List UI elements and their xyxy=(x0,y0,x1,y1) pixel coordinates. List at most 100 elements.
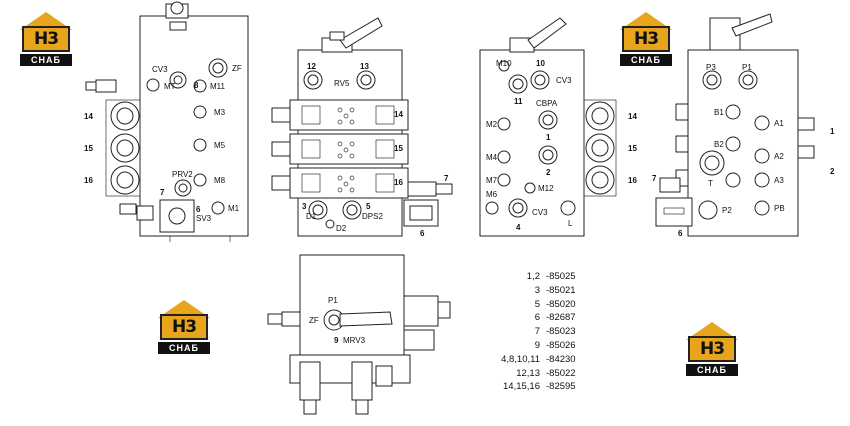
view1-label-m1: M1 xyxy=(228,204,240,213)
logo-h3-snab: H3 СНАБ xyxy=(616,12,678,70)
logo-h3-snab: H3 СНАБ xyxy=(16,12,78,70)
view3-label-cbpa: CBPA xyxy=(536,99,558,108)
view3-label-16: 16 xyxy=(628,176,637,185)
view2-label-15: 15 xyxy=(394,144,403,153)
view3-label-m6: M6 xyxy=(486,190,498,199)
view5-fitting-right xyxy=(351,361,373,401)
view1-lever-block xyxy=(169,21,187,31)
legend-value: -85021 xyxy=(546,284,576,296)
view1-port-m5 xyxy=(193,138,207,152)
legend-value: -85026 xyxy=(546,339,576,351)
view4-port-p2 xyxy=(698,200,718,220)
view4-label-a1: A1 xyxy=(774,119,784,128)
view4-port-b1 xyxy=(725,104,741,120)
view5-label-9: 9 xyxy=(334,336,339,345)
view2-label-6: 6 xyxy=(420,229,425,238)
view4-label-b1: B1 xyxy=(714,108,724,117)
view4-port-b2 xyxy=(725,136,741,152)
legend-key: 1,2 xyxy=(526,271,540,282)
view4-label-a2: A2 xyxy=(774,152,784,161)
view3-port-m2 xyxy=(497,117,511,131)
view1-label-14: 14 xyxy=(84,112,93,121)
view1-port-m11 xyxy=(193,79,207,93)
view1-label-m8: M8 xyxy=(214,176,226,185)
view5-lever-arm xyxy=(339,311,393,327)
view1-label-zf: ZF xyxy=(232,64,242,73)
view4-label-pb: PB xyxy=(774,204,785,213)
legend-row: 14,15,16 -82595 xyxy=(478,380,618,394)
legend-row: 7 -85023 xyxy=(478,325,618,339)
view3-port-m6 xyxy=(485,201,499,215)
view1-port-m8 xyxy=(193,173,207,187)
logo-text: СНАБ xyxy=(620,54,672,66)
view3-port-l xyxy=(560,200,576,216)
view1-lever-knob xyxy=(170,1,184,15)
legend-value: -85023 xyxy=(546,326,576,338)
view1-label-7: 7 xyxy=(160,188,165,197)
view4-fitting-1 xyxy=(797,117,815,131)
legend-key: 3 xyxy=(534,284,540,296)
view4-fitting-2 xyxy=(797,145,815,159)
logo-text: СНАБ xyxy=(686,364,738,376)
view3-label-15: 15 xyxy=(628,144,637,153)
logo-mark: H3 xyxy=(33,29,59,49)
view3-label-m10: M10 xyxy=(496,59,512,68)
view3-label-10: 10 xyxy=(536,59,545,68)
view5-fitting-zf xyxy=(281,311,301,327)
view1-label-8: 8 xyxy=(194,81,199,90)
logo-text: СНАБ xyxy=(158,342,210,354)
view2-label-dps2: DPS2 xyxy=(362,212,383,221)
view5-label-zf: ZF xyxy=(309,316,319,325)
view3-label-m7: M7 xyxy=(486,176,498,185)
logo-mark: H3 xyxy=(699,339,725,359)
view3-label-cv3b: CV3 xyxy=(532,208,548,217)
logo-text: СНАБ xyxy=(20,54,72,66)
view-1-side-valve: CV3 8 ZF MT M11 M3 M5 M8 PRV2 7 6 SV3 M1… xyxy=(84,1,249,242)
view3-label-m4: M4 xyxy=(486,153,498,162)
view5-label-p1: P1 xyxy=(328,296,338,305)
legend-key: 7 xyxy=(534,326,540,338)
view-2-front-valve: 12 13 RV5 14 15 16 7 3 5 D1 DPS2 D2 6 xyxy=(271,17,453,238)
view3-lever-arm xyxy=(527,17,567,49)
view3-label-m12: M12 xyxy=(538,184,554,193)
view-3-rear-valve: M10 10 CV3 11 CBPA M2 1 M4 2 M7 M12 M6 C… xyxy=(479,17,637,237)
legend-row: 3 -85021 xyxy=(478,284,618,298)
legend-row: 1,2 -85025 xyxy=(478,270,618,284)
view1-port-mt xyxy=(146,78,160,92)
view3-label-cv3: CV3 xyxy=(556,76,572,85)
view4-label-7: 7 xyxy=(652,174,657,183)
view1-label-16: 16 xyxy=(84,176,93,185)
view3-port-m7 xyxy=(497,173,511,187)
view4-port-a3 xyxy=(754,172,770,188)
view1-label-6: 6 xyxy=(196,205,201,214)
view3-label-4: 4 xyxy=(516,223,521,232)
view1-label-prv2: PRV2 xyxy=(172,170,193,179)
view4-fitting-7 xyxy=(659,177,681,193)
view1-label-m5: M5 xyxy=(214,141,226,150)
legend-key: 14,15,16 xyxy=(503,381,540,393)
logo-mark: H3 xyxy=(171,317,197,337)
view1-label-sv3: SV3 xyxy=(196,214,212,223)
view2-lever-arm xyxy=(339,17,383,49)
view1-port-m3 xyxy=(193,105,207,119)
view2-label-d2: D2 xyxy=(336,224,347,233)
view4-label-1: 1 xyxy=(830,127,835,136)
view3-port-m12 xyxy=(524,182,536,194)
view2-port-d2 xyxy=(325,219,335,229)
logo-h3-snab: H3 СНАБ xyxy=(154,300,216,358)
view4-port-a1 xyxy=(754,115,770,131)
legend-value: -85022 xyxy=(546,367,576,379)
view2-section-14 xyxy=(271,99,409,131)
view4-label-t: T xyxy=(708,179,713,188)
view1-label-m3: M3 xyxy=(214,108,226,117)
view2-label-16: 16 xyxy=(394,178,403,187)
legend-value: -85025 xyxy=(546,271,576,282)
view-5-bottom-valve: P1 ZF 9 MRV3 xyxy=(267,254,451,415)
view4-label-a3: A3 xyxy=(774,176,784,185)
view2-label-14: 14 xyxy=(394,110,403,119)
view4-label-p1: P1 xyxy=(742,63,752,72)
view3-label-m2: M2 xyxy=(486,120,498,129)
view3-label-11: 11 xyxy=(514,97,523,106)
